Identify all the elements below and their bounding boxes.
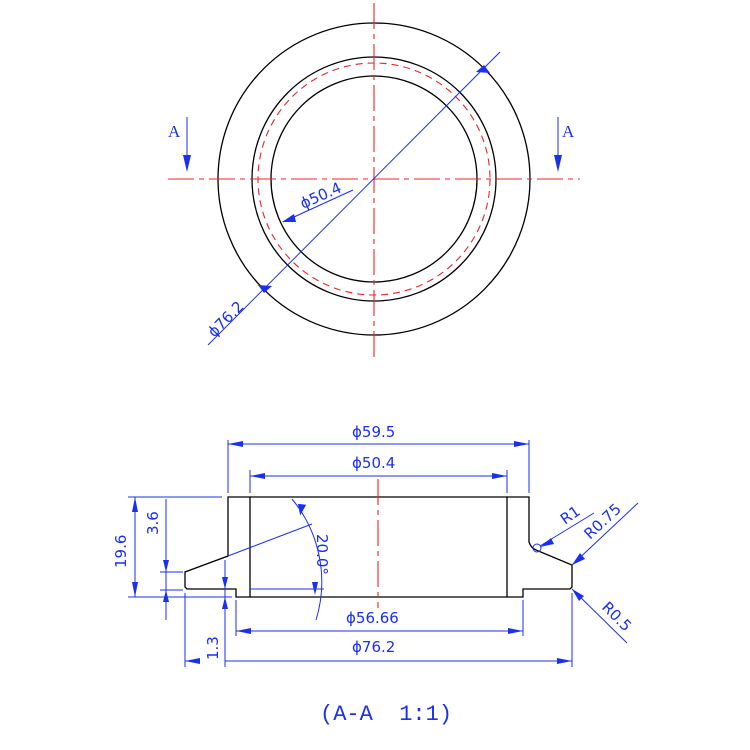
dim-angle: 20.0° [227,498,331,621]
right-section-profile [506,496,573,598]
dim-top-outer: ϕ59.5 [227,423,530,493]
section-label-right: A [562,122,575,141]
dim-text-angle: 20.0° [313,534,331,575]
dim-inner-diameter-top: ϕ50.4 [282,179,354,223]
dim-top-inner: ϕ50.4 [249,454,508,493]
section-view: ϕ59.5 ϕ50.4 ϕ56.66 ϕ76.2 [112,423,639,727]
dim-text-50-4: ϕ50.4 [297,179,344,213]
dim-text-r1: R1 [557,502,584,528]
arrow-down-icon [183,155,191,172]
dim-total-height: 19.6 [112,496,232,598]
section-label-left: A [168,122,181,141]
arrow-icon [476,65,490,73]
dim-bottom-inner: ϕ56.66 [235,600,524,636]
section-marker-right: A [554,117,575,172]
dim-text-50-4-section: ϕ50.4 [352,454,395,472]
top-view: A A ϕ50.4 ϕ76.2 ϕ50.4 [168,3,580,358]
arrow-icon [282,214,296,222]
radius-flange-top-callout: R0.75 [571,500,639,566]
dim-step-height: 1.3 [204,560,228,667]
dim-flange-height: 3.6 [144,499,183,620]
section-marker-left: A [168,117,191,172]
dim-text-3-6: 3.6 [144,511,162,535]
dim-text-76-2: ϕ76.2 [204,297,247,340]
dim-text-59-5: ϕ59.5 [352,423,395,441]
dim-bottom-outer: ϕ76.2 [184,593,573,667]
dim-text-19-6: 19.6 [112,535,130,568]
dim-text-1-3: 1.3 [204,636,222,660]
dim-text-r0-5: R0.5 [598,598,635,635]
dim-text-56-66: ϕ56.66 [346,609,399,627]
arrow-down-icon [554,155,562,172]
radius-flange-bottom-callout: R0.5 [571,588,635,644]
left-section-profile [184,496,251,598]
arrow-icon [258,285,272,293]
dim-text-76-2-section: ϕ76.2 [352,638,395,656]
dim-outer-diameter-top: ϕ50.4 ϕ76.2 [204,51,501,346]
section-caption: (A-A 1:1) [320,702,452,727]
